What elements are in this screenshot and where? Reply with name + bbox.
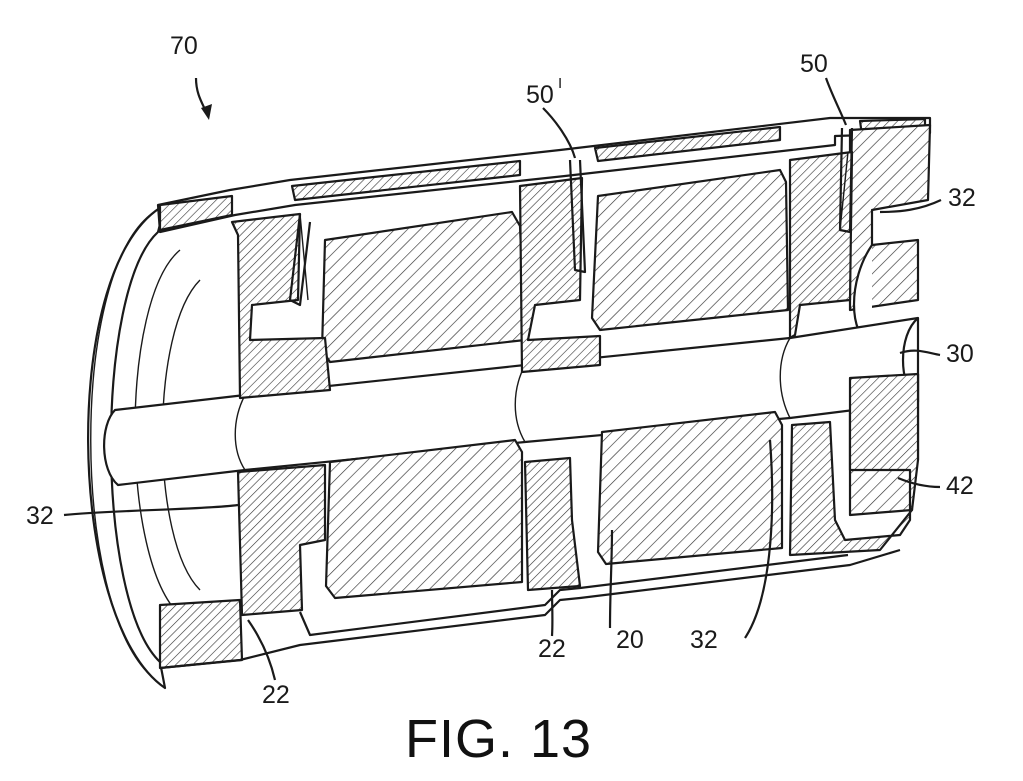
- figure-caption: FIG. 13: [405, 709, 592, 769]
- leader-lines: [63, 77, 942, 681]
- label-22-left: 22: [262, 681, 290, 709]
- label-50: 50: [800, 50, 828, 78]
- label-42: 42: [946, 472, 974, 500]
- label-32-bottom: 32: [690, 626, 718, 654]
- lower-cells: [158, 372, 920, 670]
- label-32-left: 32: [26, 502, 54, 530]
- label-30: 30: [946, 340, 974, 368]
- label-32-right: 32: [948, 184, 976, 212]
- label-50-prime-mark: I: [558, 75, 562, 92]
- reference-labels: 70 50 50 I 32 30 42 32 32 22 22 20: [26, 32, 976, 709]
- label-70: 70: [170, 32, 198, 60]
- central-bore: [103, 316, 920, 487]
- upper-cells: [230, 150, 854, 400]
- clips: [288, 127, 854, 307]
- label-22-middle: 22: [538, 635, 566, 663]
- label-50-prime: 50: [526, 81, 554, 109]
- label-20: 20: [616, 626, 644, 654]
